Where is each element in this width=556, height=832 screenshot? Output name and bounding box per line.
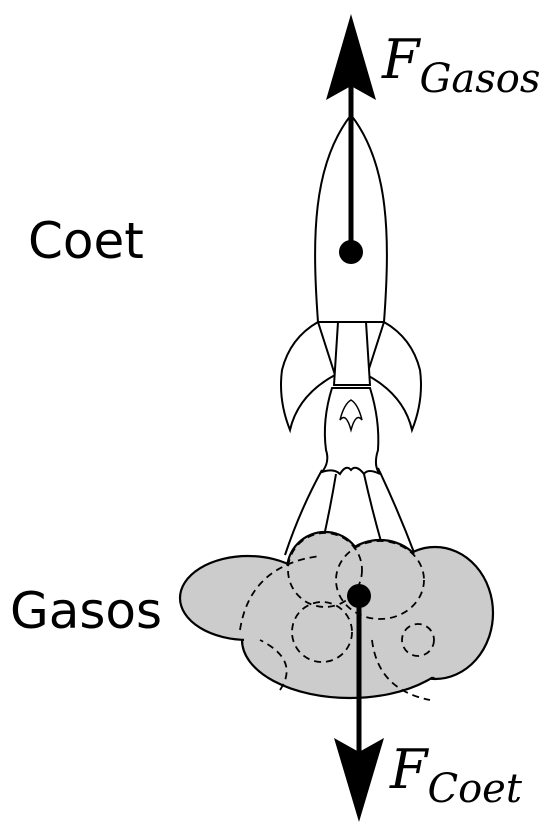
force-subscript: Gasos [419,56,540,102]
rocket-label: Coet [28,212,144,270]
gas-cloud [180,532,493,700]
force-symbol: F [390,738,427,801]
force-label-on-gases: FCoet [390,738,522,812]
force-symbol: F [382,28,419,91]
force-subscript: Coet [427,766,521,812]
rocket-center-of-mass [339,240,363,264]
force-label-on-rocket: FGasos [382,28,540,102]
gases-label: Gasos [10,582,162,640]
rocket-nozzle [334,322,370,385]
gases-center-of-mass [347,584,371,608]
